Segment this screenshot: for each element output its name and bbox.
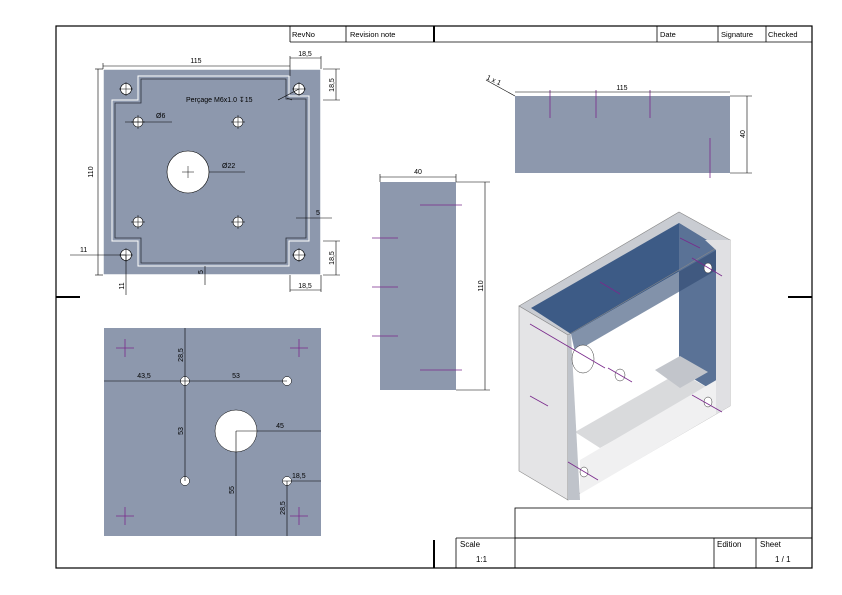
isometric-view (518, 211, 731, 501)
bottom-dim-b: 43,5 (137, 373, 151, 380)
side-view-plate (380, 182, 456, 390)
side-dim-width: 40 (414, 169, 422, 176)
bottom-dim-g: 18,5 (292, 473, 306, 480)
title-block: Scale 1:1 Edition Sheet 1 / 1 (455, 507, 813, 568)
bottom-dim-f: 55 (229, 486, 236, 494)
bottom-dim-e: 45 (276, 423, 284, 430)
bottom-dim-c: 53 (232, 373, 240, 380)
side-dim-height: 110 (478, 280, 485, 291)
revision-table: RevNo Revision note Date Signature Check… (289, 26, 812, 43)
date-header: Date (660, 30, 676, 39)
top-dim-corner-h: 18,5 (329, 78, 336, 92)
rev-no-header: RevNo (292, 30, 315, 39)
sheet-label: Sheet (760, 540, 782, 549)
side-view: 40 110 (372, 169, 490, 391)
top-dim-corner-w: 18,5 (298, 51, 312, 58)
front-view-plate (515, 96, 730, 173)
bottom-dim-h: 28,5 (280, 501, 287, 515)
top-dim-corner-h2: 18,5 (329, 251, 336, 265)
signature-header: Signature (721, 30, 753, 39)
checked-header: Checked (768, 30, 798, 39)
edition-label: Edition (717, 540, 741, 549)
top-dim-corner-w2: 18,5 (298, 283, 312, 290)
top-dim-height: 110 (88, 166, 95, 177)
bottom-dim-d: 53 (178, 427, 185, 435)
pocket-outline (111, 75, 310, 267)
scale-label: Scale (460, 540, 481, 549)
top-dim-width: 115 (190, 58, 201, 65)
bottom-dim-a: 28,5 (178, 348, 185, 362)
top-dim-bottom-wall: 5 (198, 270, 205, 274)
bottom-view: 28,5 43,5 53 53 45 55 18,5 28,5 (104, 328, 321, 536)
front-view: 1 x 1 115 40 (485, 74, 752, 178)
thread-note: Perçage M6x1.0 ↧15 (186, 96, 253, 104)
revision-note-header: Revision note (350, 30, 395, 39)
top-view: 115 18,5 18,5 Perçage M6x1.0 ↧15 Ø6 Ø22 … (70, 51, 340, 295)
scale-value: 1:1 (476, 555, 488, 564)
top-dim-wall: 5 (316, 210, 320, 217)
top-dim-offset-y: 11 (119, 282, 126, 289)
top-dim-offset-x: 11 (80, 247, 87, 254)
small-hole-dim: Ø6 (156, 113, 165, 120)
bottom-view-plate (104, 328, 321, 536)
front-dim-width: 115 (616, 85, 627, 92)
front-dim-chamfer: 1 x 1 (485, 74, 502, 87)
sheet-value: 1 / 1 (775, 555, 791, 564)
center-hole-dim: Ø22 (222, 163, 235, 170)
front-dim-height: 40 (740, 130, 747, 138)
